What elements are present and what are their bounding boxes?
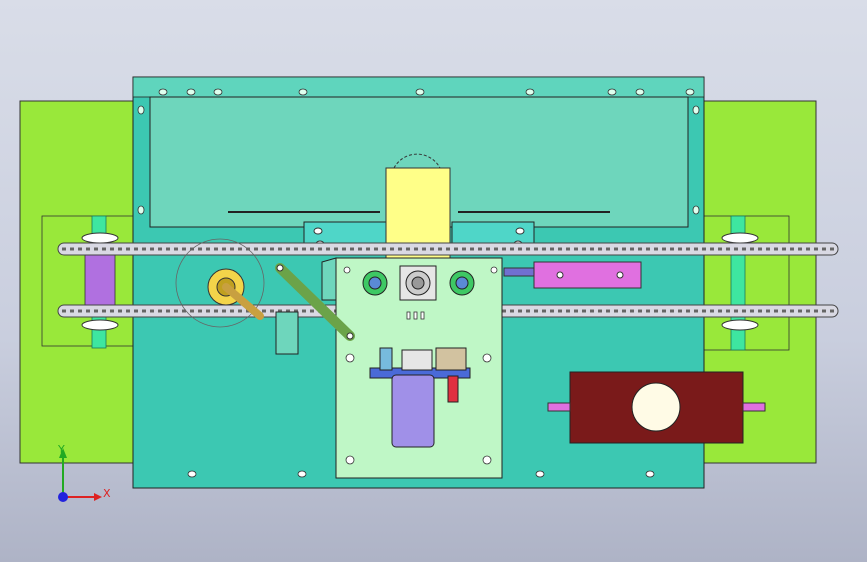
crank-arm (222, 283, 264, 320)
side-bolt-holes (137, 105, 700, 215)
lower-frame-holes (187, 470, 655, 478)
center-plate-holes (343, 266, 498, 465)
left-side-panel (19, 100, 135, 464)
sensor-bracket (275, 311, 299, 355)
axis-x-label: X (103, 487, 111, 500)
right-roller (721, 232, 759, 331)
left-bearing (362, 270, 388, 296)
motor-housing (547, 371, 766, 444)
right-bearing (449, 270, 475, 296)
coordinate-axis-triad: Y X (57, 443, 111, 502)
upper-chain (57, 242, 839, 256)
drive-motor (369, 347, 471, 448)
link-arm (275, 263, 355, 341)
center-drive-pulley (399, 265, 437, 301)
top-bolt-holes (158, 88, 695, 96)
axis-y-label: Y (57, 443, 65, 456)
left-roller (81, 232, 119, 331)
pneumatic-cylinder (503, 261, 642, 289)
